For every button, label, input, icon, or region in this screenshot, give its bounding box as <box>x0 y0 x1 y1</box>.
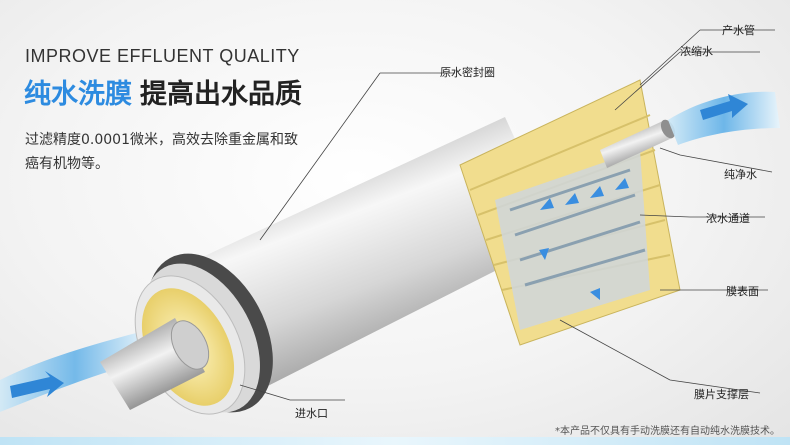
bottom-band <box>0 437 790 445</box>
title-dark: 提高出水品质 <box>140 79 302 110</box>
label-water-inlet: 进水口 <box>295 407 328 420</box>
flow-arrows <box>539 178 629 300</box>
description: 过滤精度0.0001微米，高效去除重金属和致癌有机物等。 <box>25 132 298 172</box>
leader-lines <box>239 29 775 401</box>
title-blue: 纯水洗膜 <box>24 79 132 110</box>
inlet-pipe <box>100 318 210 410</box>
label-product-tube: 产水管 <box>722 24 755 37</box>
footnote: *本产品不仅具有手动洗膜还有自动纯水洗膜技术。 <box>555 426 780 437</box>
outlet-water-stream <box>668 91 780 145</box>
label-raw-seal: 原水密封圈 <box>440 66 495 79</box>
label-membrane-support: 膜片支撑层 <box>694 388 749 401</box>
label-concentrate-channel: 浓水通道 <box>706 212 750 225</box>
label-pure-water: 纯净水 <box>724 168 757 181</box>
label-membrane-surface: 膜表面 <box>726 285 759 298</box>
page-title: 纯水洗膜提高出水品质 <box>24 72 302 111</box>
inlet-water-stream <box>0 332 150 412</box>
membrane-layers <box>459 79 681 346</box>
label-concentrate: 浓缩水 <box>680 45 713 58</box>
english-headline: IMPROVE EFFLUENT QUALITY <box>25 46 300 66</box>
